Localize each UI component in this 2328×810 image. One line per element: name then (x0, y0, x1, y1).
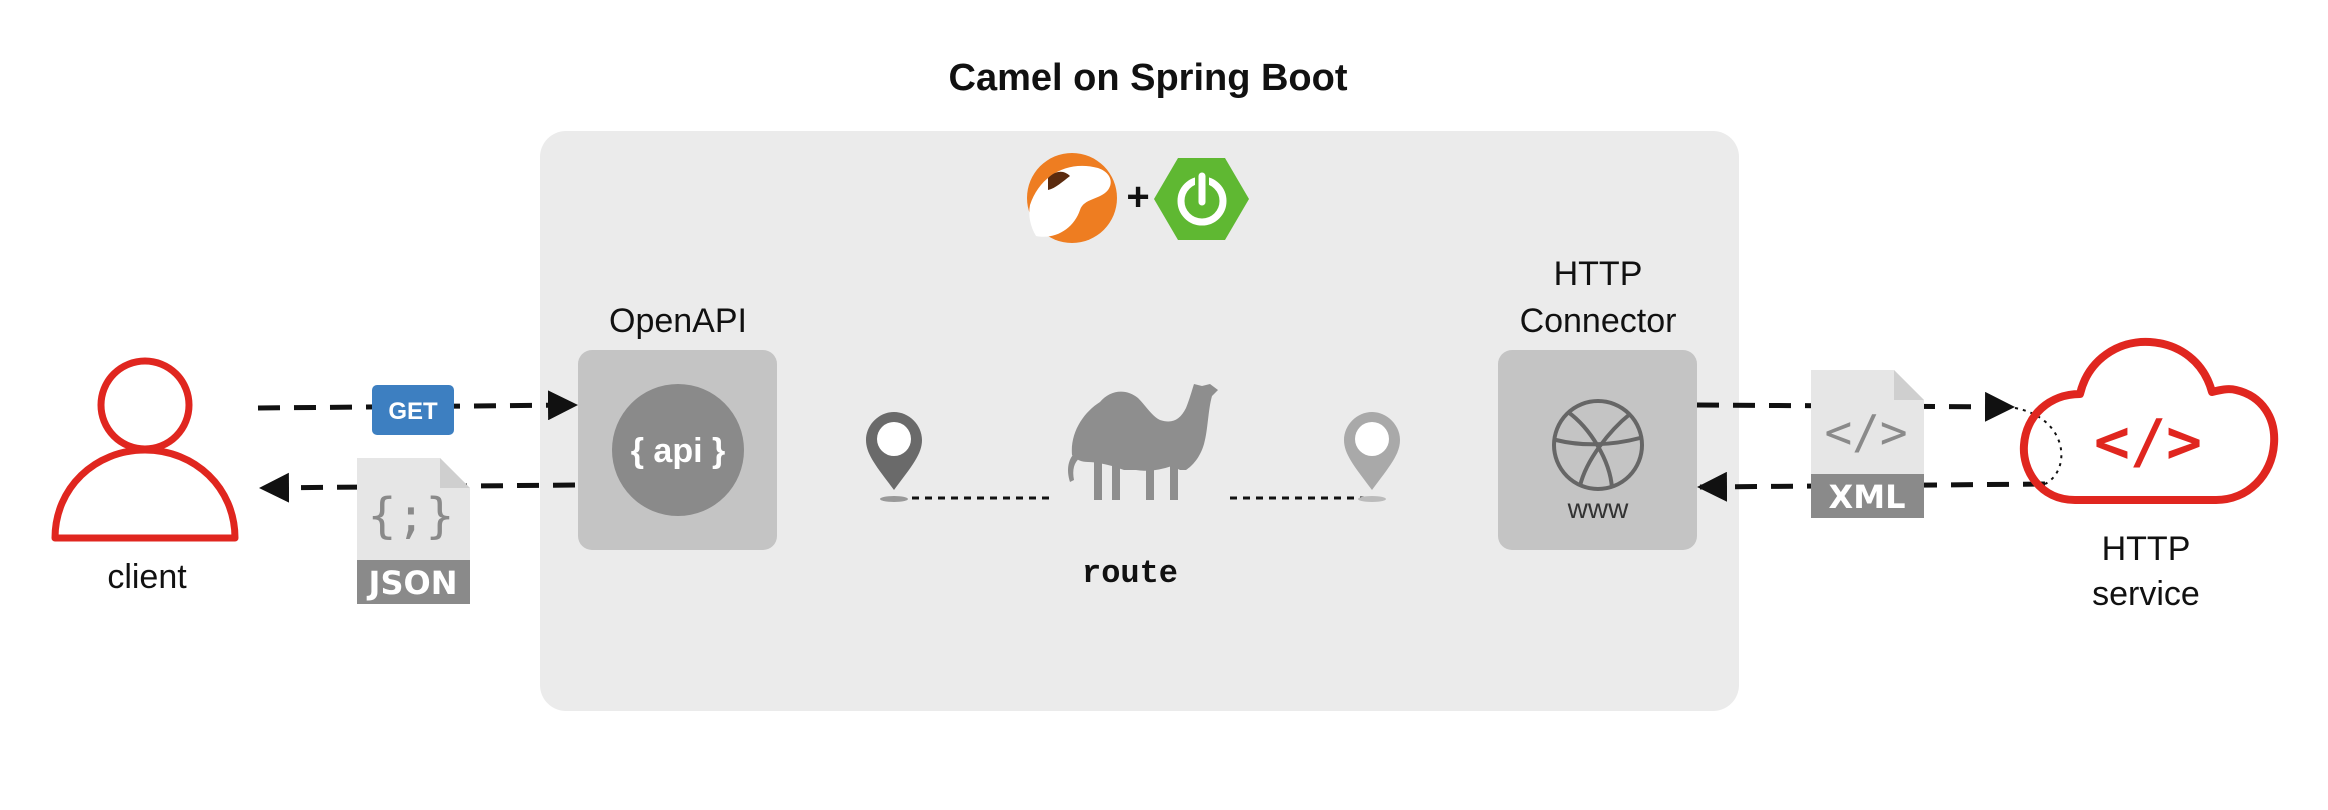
start-pin-icon (866, 412, 922, 502)
xml-glyph: </> (1824, 405, 1907, 459)
connector-label-line2: Connector (1520, 302, 1677, 340)
get-badge: GET (372, 385, 454, 435)
client-user-icon (51, 357, 239, 542)
service-glyph: </> (2094, 407, 2202, 477)
inbound-arrow (1697, 471, 2046, 502)
xml-document-icon: </> XML (1811, 370, 1924, 518)
globe-icon (1552, 399, 1644, 491)
end-pin-icon (1344, 412, 1400, 502)
json-document-icon: {;} JSON (357, 458, 470, 604)
json-glyph: {;} (368, 488, 455, 544)
connector-sub-label: www (1567, 493, 1629, 524)
camel-icon (1068, 384, 1218, 500)
client-label: client (107, 558, 187, 596)
http-service-cloud-icon: </> (2019, 337, 2279, 504)
json-label: JSON (367, 564, 458, 602)
api-badge-label: { api } (631, 432, 725, 470)
service-loop (2014, 407, 2063, 485)
connector-label-line1: HTTP (1554, 255, 1643, 293)
service-label-line1: HTTP (2102, 530, 2191, 568)
route-label: route (1082, 555, 1178, 592)
service-label-line2: service (2092, 575, 2200, 613)
get-badge-label: GET (388, 398, 438, 425)
openapi-label: OpenAPI (609, 302, 747, 340)
api-icon (612, 384, 744, 516)
plus-sign: + (1126, 175, 1149, 219)
spring-boot-logo-icon (1154, 158, 1249, 240)
xml-label: XML (1829, 478, 1906, 516)
camel-logo-icon (1027, 153, 1117, 243)
diagram-title: Camel on Spring Boot (949, 57, 1348, 99)
